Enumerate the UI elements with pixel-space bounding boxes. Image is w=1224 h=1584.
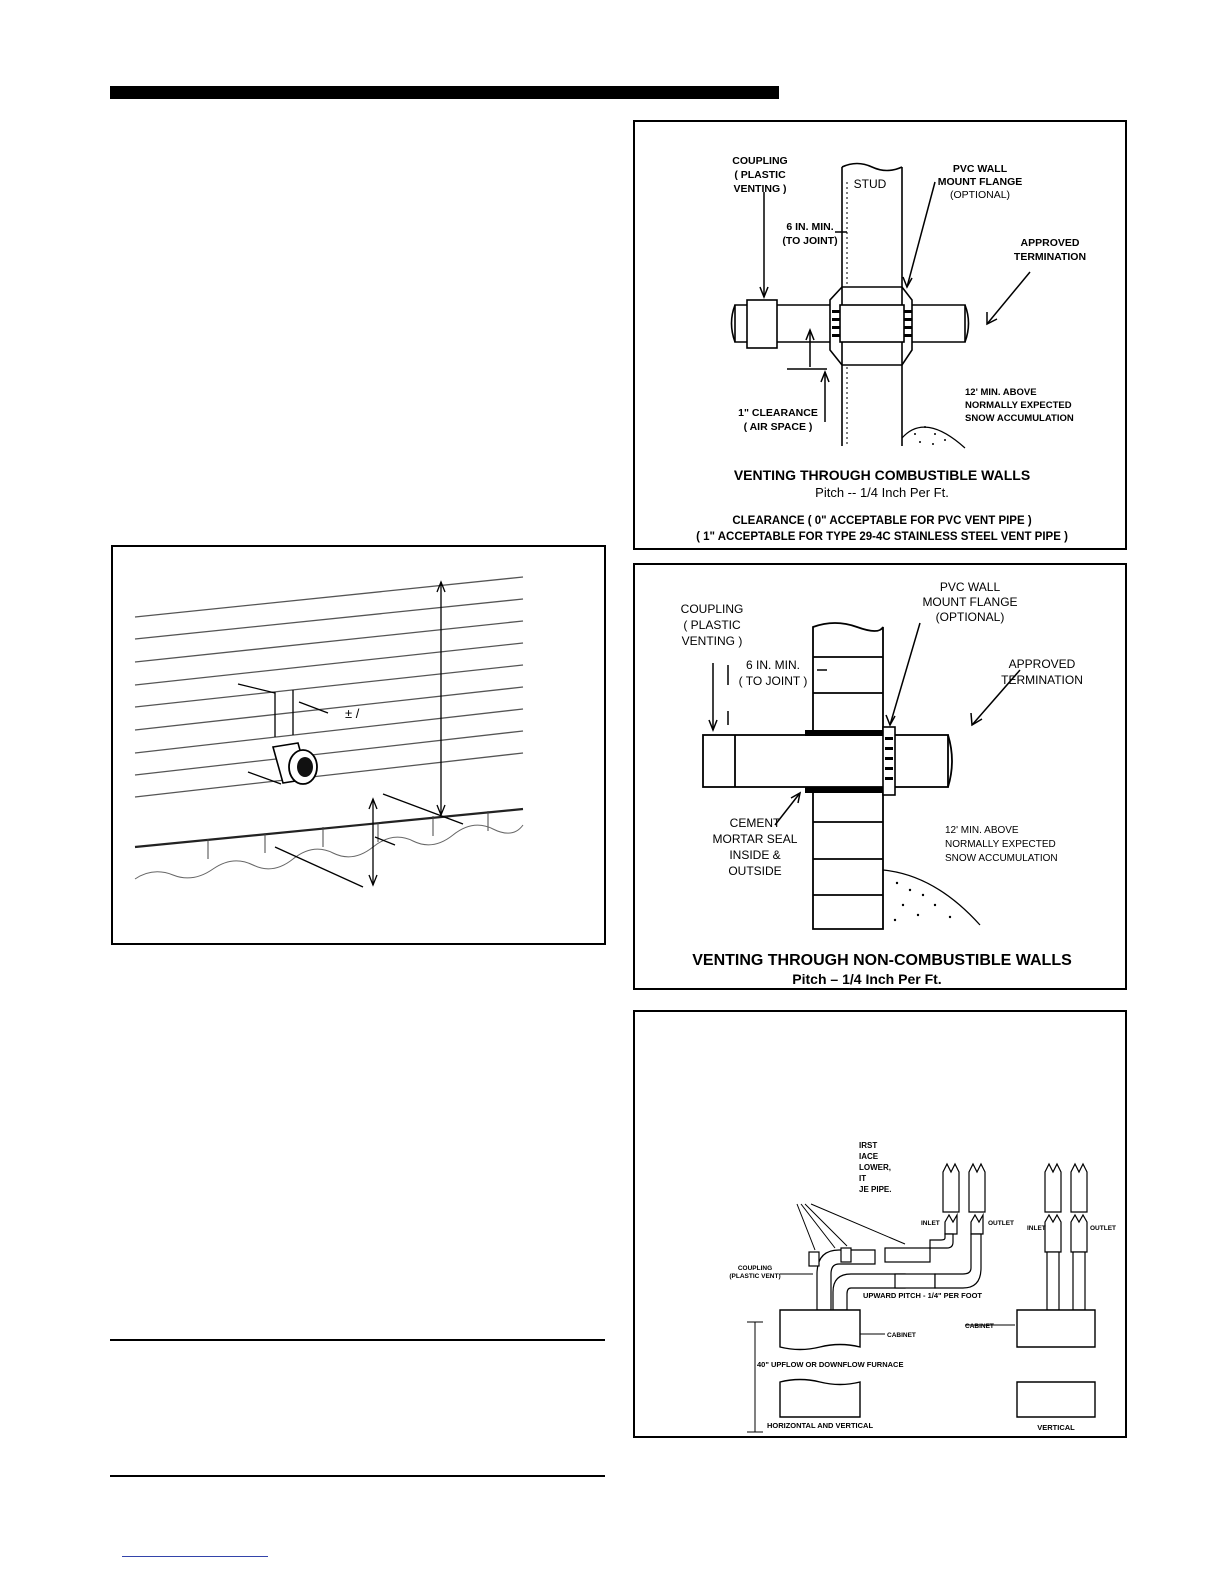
snow-dots [914, 426, 946, 445]
note-fragment: IRST [859, 1141, 877, 1150]
snow-dots [893, 881, 952, 922]
min-label: 6 IN. MIN. [786, 221, 833, 233]
snow-label: NORMALLY EXPECTED [945, 839, 1056, 850]
coupling-label: VENTING ) [682, 634, 743, 648]
flange-label: MOUNT FLANGE [922, 595, 1017, 609]
approved-label: TERMINATION [1001, 673, 1083, 687]
furnace-size-label: 40" UPFLOW OR DOWNFLOW FURNACE [757, 1360, 903, 1369]
approved-label: APPROVED [1021, 237, 1080, 249]
note-fragment: IT [859, 1174, 866, 1183]
coupling-label: (PLASTIC VENT) [729, 1273, 780, 1280]
coupling-label: ( PLASTIC [734, 169, 786, 181]
leader-lines [747, 1203, 1015, 1433]
siding-illustration: ± / [134, 576, 524, 888]
header-rule [110, 86, 779, 99]
caption-vertical: VERTICAL [1037, 1423, 1075, 1432]
inlet-label-left: INLET [921, 1220, 940, 1227]
approved-label: APPROVED [1009, 657, 1076, 671]
snow-label: 12' MIN. ABOVE [965, 387, 1037, 398]
foundation-line [134, 807, 524, 849]
note-fragment: JE PIPE. [859, 1185, 891, 1194]
flange-hatching [885, 737, 893, 780]
furnace-venting-diagram: IRST IACE LOWER, IT JE PIPE. [729, 1141, 1116, 1433]
coupling-label: VENTING ) [733, 183, 786, 195]
flange-label: PVC WALL [953, 163, 1008, 175]
section-rule [110, 1475, 605, 1477]
outlet-label-left: OUTLET [988, 1220, 1014, 1227]
wall-flange [829, 286, 913, 366]
snow-label: 12' MIN. ABOVE [945, 825, 1019, 836]
flange-hatching [832, 310, 912, 337]
offset-label: ± / [345, 706, 360, 721]
snow-labels: 12' MIN. ABOVE NORMALLY EXPECTED SNOW AC… [965, 387, 1074, 424]
figure-title: VENTING THROUGH NON-COMBUSTIBLE WALLS [692, 952, 1072, 969]
cabinet-label-left: CABINET [887, 1332, 916, 1339]
footer-link-underline[interactable] [122, 1556, 268, 1557]
snow-mound [901, 426, 966, 449]
snow-labels: 12' MIN. ABOVE NORMALLY EXPECTED SNOW AC… [945, 825, 1058, 864]
cement-label: CEMENT [730, 816, 781, 830]
snow-label: NORMALLY EXPECTED [965, 400, 1072, 411]
cement-label: INSIDE & [729, 848, 780, 862]
clearance-label: 1" CLEARANCE [738, 407, 818, 419]
siding-termination-figure: ± / [111, 545, 606, 945]
coupling-label: COUPLING [681, 602, 744, 616]
leader-lines [759, 181, 1031, 422]
furnace-labels: INLET OUTLET INLET OUTLET COUPLING (PLAS… [729, 1220, 1116, 1432]
section-rule [110, 1339, 605, 1341]
siding-lines [134, 576, 524, 798]
pitch-label: UPWARD PITCH - 1/4" PER FOOT [863, 1291, 982, 1300]
cabinets [779, 1309, 1096, 1418]
noncombustible-walls-figure: COUPLING ( PLASTIC VENTING ) PVC WALL MO… [633, 563, 1127, 990]
coupling-label: COUPLING [738, 1265, 772, 1272]
flange-label: MOUNT FLANGE [938, 176, 1023, 188]
left-terminations [942, 1162, 986, 1235]
clearance-note: CLEARANCE ( 0" ACCEPTABLE FOR PVC VENT P… [732, 515, 1032, 527]
flange-label: (OPTIONAL) [950, 189, 1010, 201]
note-fragment: IACE [859, 1152, 879, 1161]
vent-termination [271, 742, 318, 785]
cropped-note: IRST IACE LOWER, IT JE PIPE. [859, 1141, 891, 1194]
caption-horizontal-vertical: HORIZONTAL AND VERTICAL [767, 1421, 874, 1430]
snow-label: SNOW ACCUMULATION [945, 853, 1058, 864]
coupling-label: ( PLASTIC [683, 618, 741, 632]
leader-lines [708, 622, 1021, 826]
snow-mound [882, 869, 981, 926]
flange-label: PVC WALL [940, 580, 1001, 594]
stud-label: STUD [854, 177, 887, 191]
snow-label: SNOW ACCUMULATION [965, 413, 1074, 424]
clearance-label: ( AIR SPACE ) [744, 421, 813, 433]
min-label: 6 IN. MIN. [746, 658, 800, 672]
noncombustible-walls-diagram: COUPLING ( PLASTIC VENTING ) PVC WALL MO… [681, 580, 1083, 987]
cement-label: OUTSIDE [728, 864, 781, 878]
inlet-label-right: INLET [1027, 1225, 1046, 1232]
min-label: ( TO JOINT ) [739, 674, 808, 688]
mortar-seal [805, 730, 891, 793]
combustible-labels: COUPLING ( PLASTIC VENTING ) STUD PVC WA… [732, 155, 1086, 433]
noncombustible-labels: COUPLING ( PLASTIC VENTING ) PVC WALL MO… [681, 580, 1083, 878]
cement-label: MORTAR SEAL [713, 832, 798, 846]
furnace-venting-figure: IRST IACE LOWER, IT JE PIPE. [633, 1010, 1127, 1438]
combustible-walls-figure: COUPLING ( PLASTIC VENTING ) STUD PVC WA… [633, 120, 1127, 550]
coupling-label: COUPLING [732, 155, 787, 167]
combustible-walls-diagram: COUPLING ( PLASTIC VENTING ) STUD PVC WA… [696, 155, 1086, 543]
cabinet-label-right: CABINET [965, 1323, 994, 1330]
note-fragment: LOWER, [859, 1163, 891, 1172]
vent-pipe [702, 734, 953, 788]
figure-title: VENTING THROUGH COMBUSTIBLE WALLS [734, 467, 1030, 483]
clearance-note: ( 1" ACCEPTABLE FOR TYPE 29-4C STAINLESS… [696, 531, 1068, 543]
right-terminations [1044, 1162, 1088, 1311]
min-label: (TO JOINT) [782, 235, 837, 247]
ground-line [134, 824, 524, 880]
approved-label: TERMINATION [1014, 251, 1086, 263]
foundation-posts [207, 811, 489, 859]
figure-subtitle: Pitch – 1/4 Inch Per Ft. [792, 971, 941, 987]
figure-subtitle: Pitch -- 1/4 Inch Per Ft. [815, 485, 949, 500]
outlet-label-right: OUTLET [1090, 1225, 1116, 1232]
left-piping [808, 1233, 982, 1311]
flange-label: (OPTIONAL) [936, 610, 1005, 624]
dimension-lines [237, 580, 464, 888]
